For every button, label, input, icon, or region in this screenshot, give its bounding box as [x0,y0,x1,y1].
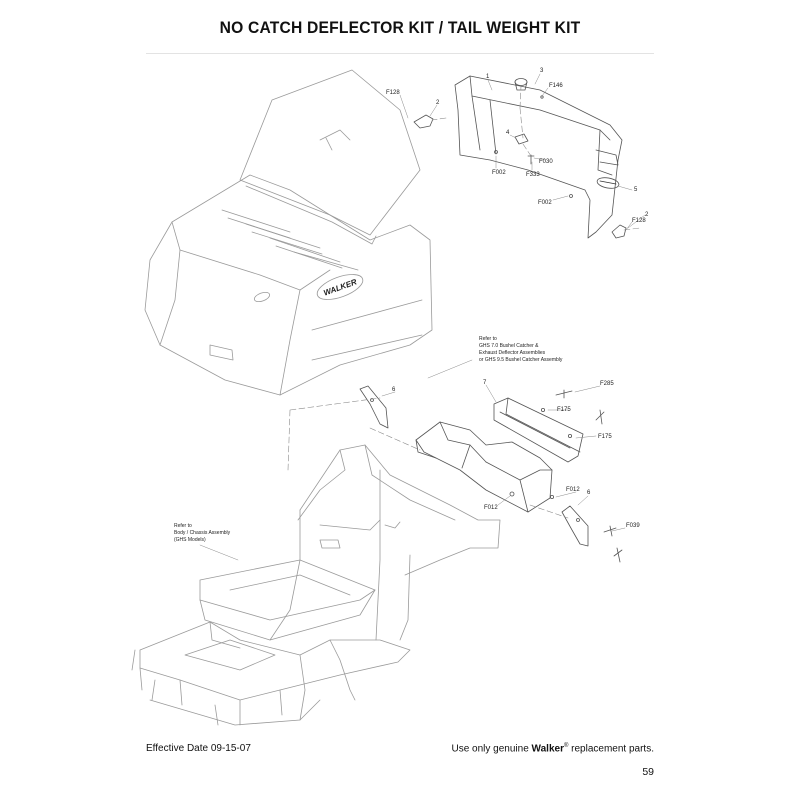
callout-label: F333 [526,172,540,178]
callout-label: 6 [587,490,591,496]
callout-label: F175 [598,434,612,440]
chassis-reference-note: Refer to Body / Chassis Assembly (GHS Mo… [174,523,231,543]
callout-label: F012 [484,505,498,511]
grass-catcher-illustration [144,69,433,396]
part-callouts: 1 3 F146 F128 2 4 F030 F002 F333 5 F002 … [386,68,649,529]
callout-label: 1 [486,74,490,80]
callout-label: F175 [557,407,571,413]
callout-label: F146 [549,83,563,89]
callout-label: F285 [600,381,614,387]
callout-label: 7 [483,380,487,386]
tail-weight-kit [359,385,623,563]
notice-prefix: Use only genuine [451,743,532,755]
page-number: 59 [642,766,654,778]
page-title: NO CATCH DEFLECTOR KIT / TAIL WEIGHT KIT [219,18,581,37]
effective-date: Effective Date 09-15-07 [146,743,251,754]
note-line: (GHS Models) [174,537,206,543]
note-line: Refer to [174,523,192,529]
callout-label: 5 [634,187,638,193]
leader-lines [287,85,641,519]
callout-label: 3 [540,68,544,74]
callout-label: F030 [539,159,553,165]
catcher-logo-text: WALKER [322,277,358,297]
notice-suffix: replacement parts. [568,743,654,755]
note-line: or GHS 9.5 Bushel Catcher Assembly [479,357,563,363]
callout-label: F002 [538,200,552,206]
no-catch-deflector [413,75,627,239]
chassis-frame-illustration [131,444,501,726]
note-line: Body / Chassis Assembly [174,530,231,536]
callout-label: 4 [506,130,510,136]
note-line: GHS 7.0 Bushel Catcher & [479,343,539,349]
registered-mark: ® [563,743,569,749]
title-divider [146,53,654,54]
callout-label: 2 [436,100,440,106]
note-line: Exhaust Deflector Assemblies [479,350,546,356]
note-line: Refer to [479,336,497,342]
callout-label: 2 [645,212,649,218]
genuine-parts-notice: Use only genuine Walker® replacement par… [451,743,654,754]
callout-label: 6 [392,387,396,393]
callout-label: F002 [492,170,506,176]
callout-label: F128 [632,218,646,224]
callout-label: F128 [386,90,400,96]
callout-label: F012 [566,487,580,493]
brand-name: Walker [531,743,564,755]
callout-label: F039 [626,523,640,529]
catcher-reference-note: Refer to GHS 7.0 Bushel Catcher & Exhaus… [479,336,563,363]
